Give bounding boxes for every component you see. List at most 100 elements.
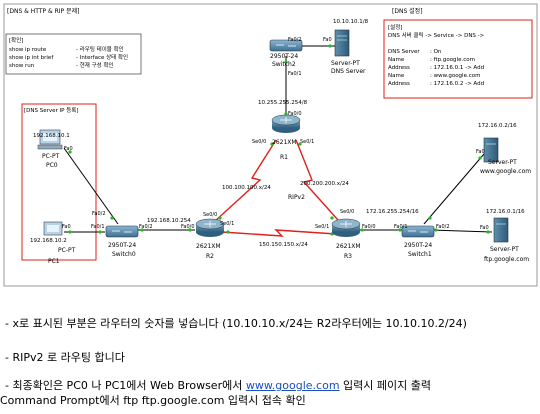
protocol-label: RIPv2 (288, 194, 305, 201)
network-labels: 10.255.255.254/8 100.100.100.x/24 200.20… (147, 100, 419, 248)
ftp-server-label: ftp.google.com (484, 256, 529, 263)
note-line-1: - x로 표시된 부분은 라우터의 숫자를 넣습니다 (10.10.10.x/2… (5, 317, 467, 330)
svg-text:- 현재 구성 확인: - 현재 구성 확인 (76, 61, 114, 69)
r2-model: 2621XM (196, 243, 221, 250)
ftp-server-ip: 172.16.0.1/16 (486, 209, 525, 215)
www-google-link[interactable]: www.google.com (245, 379, 340, 392)
verify-box: [확인] show ip route - 라우팅 테이블 확인 show ip … (5, 33, 142, 75)
router-r1-icon[interactable] (271, 114, 301, 133)
dns-ip-area: [DNS Server IP 등록] (21, 103, 97, 261)
svg-text:Fa0: Fa0 (323, 37, 332, 43)
svg-text:Fa0/2: Fa0/2 (92, 211, 106, 217)
pc1-name: PC1 (48, 258, 60, 265)
net-lan-left-label: 192.168.10.254 (147, 218, 191, 224)
www-server-model: Server-PT (488, 159, 517, 166)
svg-text:Name: Name (388, 57, 405, 63)
dns-server-icon[interactable] (334, 29, 350, 57)
port-labels: Fa0/2 Fa0 Fa0/1 Fa0/0 Fa0 Fa0/2 Fa0 Fa0/… (62, 37, 489, 231)
svg-text:show run: show run (9, 63, 35, 69)
serial-r2-r3 (221, 229, 337, 237)
svg-text:Fa0/1: Fa0/1 (288, 71, 302, 77)
www-server-label: www.google.com (480, 168, 531, 175)
pc1-model: PC-PT (58, 247, 76, 254)
net-r1r2-label: 100.100.100.x/24 (222, 185, 271, 191)
svg-text:: 172.16.0.2 -> Add: : 172.16.0.2 -> Add (430, 81, 484, 87)
serial-r1-r3 (295, 139, 339, 221)
svg-text:DNS 서버 클릭 -> Service -> DNS ->: DNS 서버 클릭 -> Service -> DNS -> (388, 31, 485, 39)
pc0-ip: 192.168.10.1 (33, 133, 70, 139)
net-lan-right-label: 172.16.255.254/16 (366, 209, 419, 215)
ftp-server-model: Server-PT (490, 246, 519, 253)
pc0-icon[interactable] (37, 129, 63, 150)
svg-text:Fa0/2: Fa0/2 (288, 37, 302, 43)
switch1-model: 2950T-24 (404, 242, 432, 249)
switch0-icon[interactable] (105, 225, 139, 238)
note-line-3-a: - 최종확인은 PC0 나 PC1에서 Web Browser에서 (5, 379, 246, 392)
svg-text:Se0/0: Se0/0 (252, 139, 266, 145)
dns-server-model: Server-PT (331, 60, 360, 67)
verify-box-title: [확인] (9, 36, 23, 44)
svg-text:Se0/0: Se0/0 (340, 209, 354, 215)
svg-text:Fa0/2: Fa0/2 (139, 224, 153, 230)
svg-text:Fa0: Fa0 (62, 224, 71, 230)
svg-text:[DNS 설정]: [DNS 설정] (392, 7, 423, 15)
router-r3-icon[interactable] (331, 218, 361, 237)
note-line-2: - RIPv2 로 라우팅 합니다 (5, 351, 125, 364)
note-line-3: - 최종확인은 PC0 나 PC1에서 Web Browser에서 www.go… (5, 378, 431, 393)
pc0-name: PC0 (46, 162, 58, 169)
svg-text:Fa0: Fa0 (64, 146, 73, 152)
www-server-ip: 172.16.0.2/16 (478, 123, 517, 129)
svg-text:- 라우팅 테이블 확인: - 라우팅 테이블 확인 (76, 45, 124, 53)
note-line-3-b: 입력시 페이지 출력 (339, 379, 431, 392)
svg-text:Se0/1: Se0/1 (220, 221, 234, 227)
ftp-server-icon[interactable] (493, 217, 509, 243)
dns-server-ip: 10.10.10.1/8 (333, 19, 369, 25)
r2-name: R2 (206, 253, 214, 260)
switch1-icon[interactable] (401, 225, 435, 238)
svg-text:Fa0/1: Fa0/1 (91, 224, 105, 230)
svg-text:Fa0/0: Fa0/0 (181, 224, 195, 230)
svg-text:Fa0/1: Fa0/1 (394, 224, 408, 230)
svg-text:Fa0/0: Fa0/0 (288, 111, 302, 117)
svg-text:Fa0: Fa0 (476, 149, 485, 155)
net-top-label: 10.255.255.254/8 (258, 100, 308, 106)
note-line-4: Command Prompt에서 ftp ftp.google.com 입력시 … (0, 394, 306, 407)
net-r1r3-label: 200.200.200.x/24 (300, 181, 349, 187)
switch1-name: Switch1 (408, 251, 432, 258)
r3-model: 2621XM (336, 243, 361, 250)
net-r2r3-label: 150.150.150.x/24 (259, 242, 308, 248)
switch2-name: Switch2 (272, 61, 296, 68)
svg-text:- Interface 상태 확인: - Interface 상태 확인 (76, 53, 128, 61)
svg-text:Se0/1: Se0/1 (300, 139, 314, 145)
svg-text:DNS Server: DNS Server (388, 49, 420, 55)
svg-text:Se0/1: Se0/1 (315, 224, 329, 230)
serial-links (213, 139, 339, 237)
svg-text:Se0/0: Se0/0 (203, 212, 217, 218)
svg-text:[설정]: [설정] (388, 23, 402, 31)
www-server-icon[interactable] (483, 137, 499, 163)
pc0-model: PC-PT (42, 153, 60, 160)
svg-text:Address: Address (388, 81, 410, 87)
switch0-model: 2950T-24 (108, 242, 136, 249)
svg-text:[DNS Server IP 등록]: [DNS Server IP 등록] (24, 107, 78, 114)
svg-text:Fa0/2: Fa0/2 (436, 224, 450, 230)
svg-text:Fa0: Fa0 (480, 225, 489, 231)
serial-r1-r2 (213, 139, 277, 223)
dns-config-box: [DNS 설정] [설정] DNS 서버 클릭 -> Service -> DN… (383, 7, 533, 99)
svg-text:: On: : On (430, 49, 442, 55)
port-dots (68, 44, 490, 236)
svg-text:show ip int brief: show ip int brief (9, 55, 54, 61)
svg-text:: 172.16.0.1 -> Add: : 172.16.0.1 -> Add (430, 65, 484, 71)
router-r2-icon[interactable] (195, 218, 225, 237)
dns-server-name: DNS Server (331, 68, 366, 75)
pc1-ip: 192.168.10.2 (30, 238, 67, 244)
r1-model: 2621XM (272, 139, 297, 146)
svg-text:: www.google.com: : www.google.com (430, 73, 480, 79)
switch2-icon[interactable] (269, 39, 303, 52)
svg-text:Address: Address (388, 65, 410, 71)
switch2-model: 2950T-24 (270, 53, 298, 60)
svg-text:show ip route: show ip route (9, 47, 47, 53)
pc1-icon[interactable] (43, 221, 63, 236)
cable-pc0-sw0 (63, 147, 119, 225)
switch0-name: Switch0 (112, 251, 136, 258)
